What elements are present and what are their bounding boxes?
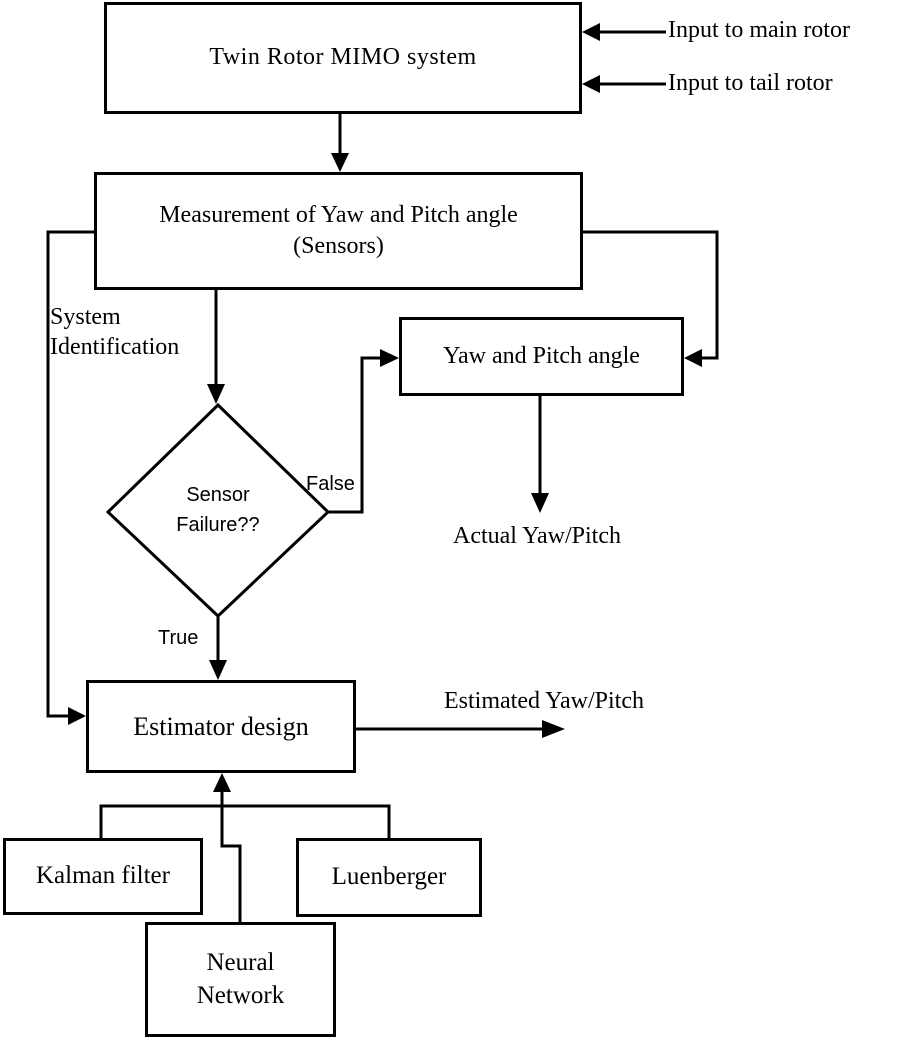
arrowhead-input-main [582,23,600,41]
system-identification-line1: System [50,304,121,330]
measurement-box: Measurement of Yaw and Pitch angle (Sens… [94,172,583,290]
method-bus [99,804,391,838]
luenberger-box: Luenberger [296,838,482,917]
arrowhead-yaw-to-actual [531,493,549,513]
system-identification-label: System Identification [50,302,179,362]
arrowhead-false-to-yaw [380,349,399,367]
arrow-false-to-yaw [328,356,382,514]
arrowhead-system-identification [68,707,86,725]
twin-rotor-label: Twin Rotor MIMO system [209,44,477,71]
arrowhead-estimator-output [542,720,565,738]
yaw-pitch-label: Yaw and Pitch angle [443,342,640,369]
system-identification-line2: Identification [50,334,180,360]
measurement-label-line1: Measurement of Yaw and Pitch angle [159,201,518,228]
measurement-label-line2: (Sensors) [293,233,384,259]
neural-network-label-line2: Network [196,981,285,1009]
arrow-system-identification [46,230,94,718]
neural-network-label-line1: Neural [206,949,275,976]
input-tail-rotor-label: Input to tail rotor [668,70,833,96]
twin-rotor-box: Twin Rotor MIMO system [104,2,582,114]
actual-yaw-pitch-label: Actual Yaw/Pitch [453,523,621,549]
decision-label-line2: Failure?? [176,514,260,536]
input-main-rotor-label: Input to main rotor [668,17,850,43]
false-label: False [306,473,355,495]
estimated-yaw-pitch-label: Estimated Yaw/Pitch [444,688,645,714]
neural-network-box: Neural Network [145,922,336,1037]
yaw-pitch-box: Yaw and Pitch angle [399,317,684,396]
arrowhead-rotor-to-measurement [331,153,349,172]
estimator-label: Estimator design [133,711,309,741]
arrowhead-measurement-to-decision [207,384,225,404]
arrowhead-true-to-estimator [209,660,227,680]
arrow-measurement-to-yaw [583,230,719,360]
kalman-filter-label: Kalman filter [36,862,170,890]
decision-label-line1: Sensor [186,484,250,506]
arrowhead-input-tail [582,75,600,93]
neural-link [220,790,242,922]
decision-label: Sensor Failure?? [148,480,288,540]
kalman-filter-box: Kalman filter [3,838,203,915]
true-label: True [158,627,199,649]
arrowhead-methods-to-estimator [213,773,231,792]
luenberger-label: Luenberger [331,863,447,891]
arrowhead-measurement-to-yaw [684,349,702,367]
estimator-box: Estimator design [86,680,356,773]
